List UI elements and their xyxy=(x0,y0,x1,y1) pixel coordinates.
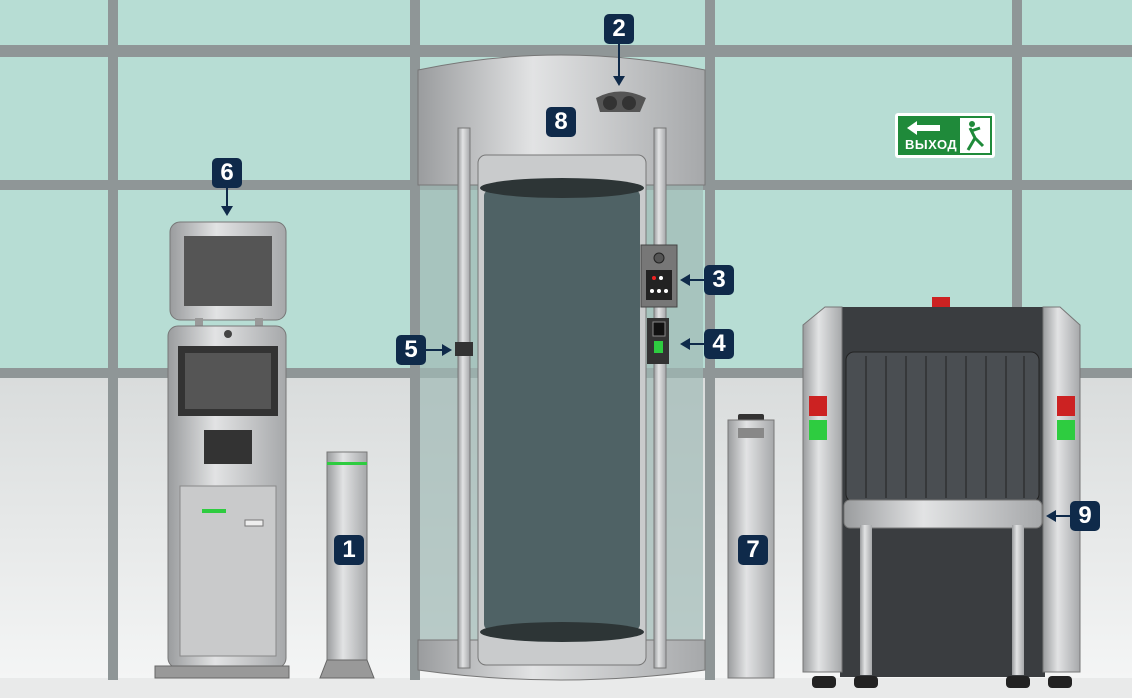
callout-badge-9: 9 xyxy=(1070,501,1100,531)
callout-badge-5: 5 xyxy=(396,335,426,365)
callout-badge-6: 6 xyxy=(212,158,242,188)
security-booth xyxy=(417,54,706,681)
callout-badge-4: 4 xyxy=(704,329,734,359)
exit-sign-text: ВЫХОД xyxy=(905,137,958,152)
callout-badge-1: 1 xyxy=(334,535,364,565)
callout-arrows xyxy=(221,44,1070,522)
kiosk xyxy=(154,221,290,679)
callout-badge-7: 7 xyxy=(738,535,768,565)
callout-badge-2: 2 xyxy=(604,14,634,44)
xray-scanner xyxy=(802,297,1081,688)
callout-badge-8: 8 xyxy=(546,107,576,137)
callout-badge-3: 3 xyxy=(704,265,734,295)
exit-sign xyxy=(895,113,995,158)
detector-post xyxy=(319,451,375,679)
